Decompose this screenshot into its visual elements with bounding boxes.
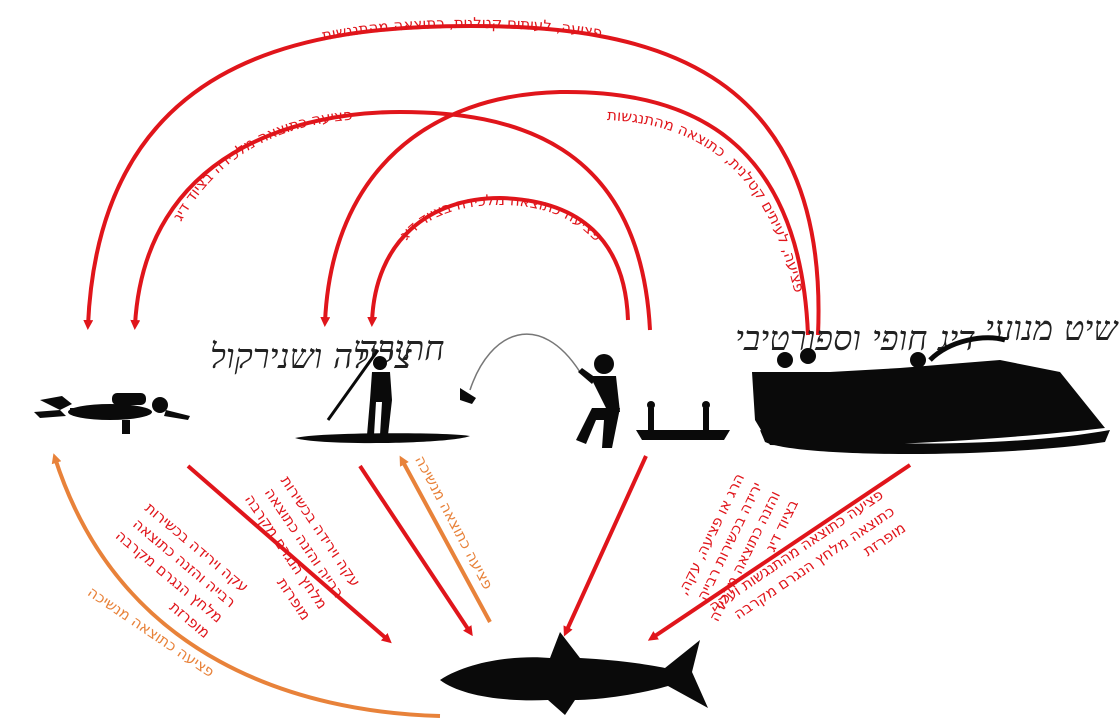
fishing-boat-icon [636, 401, 730, 440]
arrow-shark-to-diving [51, 453, 441, 718]
shark-icon [440, 632, 708, 715]
arrow-fishing-to-sup [367, 195, 630, 327]
arc-label-outer: פציעה, לעיתים קטלנית, כתוצאה מהתנגשות [320, 14, 603, 45]
fisherman-icon [460, 333, 620, 448]
arrow-sup-to-shark [358, 464, 473, 637]
node-label-boating: שיט מנועי [985, 309, 1119, 349]
arrow-boating-to-shark [647, 463, 912, 641]
motorboat-icon [752, 335, 1110, 454]
arrow-fishing-to-shark [563, 455, 648, 637]
arc-label-outer-text: פציעה, לעיתים קטלנית, כתוצאה מהתנגשות [320, 14, 603, 45]
arrow-fishing-to-diving [130, 109, 652, 331]
arrow-boating-to-diving [83, 23, 821, 336]
arrow-diving-to-shark [186, 464, 392, 644]
arc-label-left-text: פציעה כתוצאה מלכידה בציוד דיג [169, 106, 353, 224]
arrow-boating-to-sup [320, 89, 810, 336]
diver-icon [34, 393, 190, 434]
node-label-sup: חתירה [358, 329, 444, 369]
arc-label-left: פציעה כתוצאה מלכידה בציוד דיג [169, 106, 353, 224]
arrow-shark-to-sup [399, 455, 492, 623]
paddleboarder-icon [295, 349, 470, 444]
